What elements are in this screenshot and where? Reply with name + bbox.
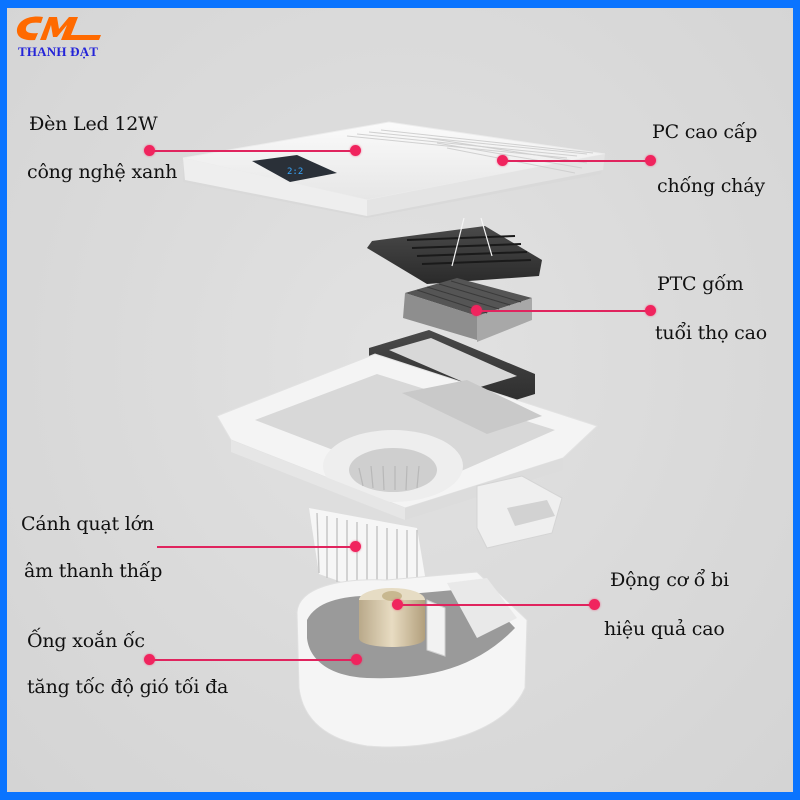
callout-dot-ptc-start [471,305,482,316]
fan-wheel [309,508,427,598]
callout-dot-motor-start [392,599,403,610]
callout-dot-ptc-end [645,305,656,316]
callout-line-pc [503,160,651,162]
label-pc-line2: chống cháy [657,175,765,197]
top-panel: 2:2 [182,121,606,218]
callout-dot-spiral-start [144,654,155,665]
callout-dot-pc-end [645,155,656,166]
product-infographic: THANH ĐẠT [7,8,793,792]
main-housing [216,353,598,549]
heater-frame [369,330,535,412]
callout-dot-fan-end [350,541,361,552]
ptc-heater [403,278,532,342]
product-exploded-view: 2:2 [182,121,606,748]
callout-dot-led-end [350,145,361,156]
led-display-digits: 2:2 [287,167,303,177]
callout-line-led [150,150,356,152]
label-ptc-line2: tuổi thọ cao [655,322,767,344]
callout-dot-pc-start [497,155,508,166]
brand-name: THANH ĐẠT [18,44,99,59]
callout-dot-motor-end [589,599,600,610]
callout-dot-spiral-end [351,654,362,665]
label-led-line1: Đèn Led 12W [29,113,158,135]
label-ptc-line1: PTC gốm [657,273,744,295]
callout-line-ptc [477,310,651,312]
filter-grille [367,217,542,284]
callout-line-spiral [150,659,357,661]
callout-line-fan [157,546,357,548]
label-spiral-line1: Ống xoắn ốc [27,630,145,652]
callout-dot-led-start [144,145,155,156]
brand-logo: THANH ĐẠT [13,13,103,59]
cml-logo-icon [16,16,101,41]
label-led-line2: công nghệ xanh [27,161,178,183]
label-pc-line1: PC cao cấp [652,121,758,143]
callout-line-motor [398,604,595,606]
label-motor-line1: Động cơ ổ bi [610,569,729,591]
label-motor-line2: hiệu quả cao [604,618,725,640]
label-spiral-line2: tăng tốc độ gió tối đa [27,676,229,698]
label-fan-line1: Cánh quạt lớn [21,513,154,535]
label-fan-line2: âm thanh thấp [24,560,163,582]
